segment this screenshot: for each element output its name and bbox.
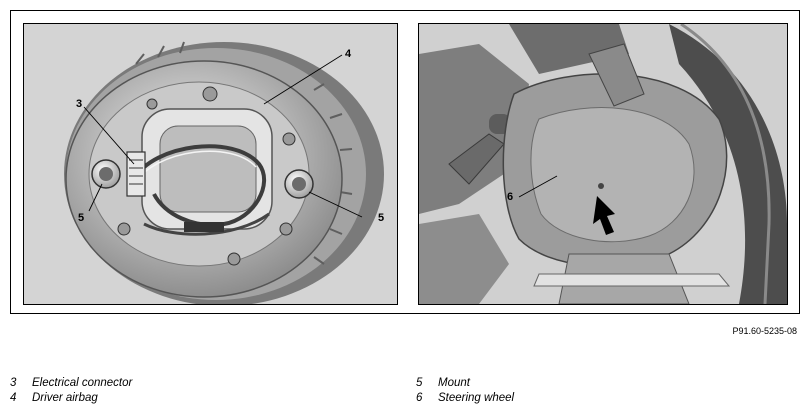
callout-3: 3 [76, 98, 83, 110]
legend-number: 3 [10, 377, 17, 389]
legend-number: 4 [10, 392, 17, 404]
steering-wheel-illustration: 6 [418, 23, 788, 305]
figure-frame: 3 4 5 5 [10, 10, 800, 314]
legend-label: Electrical connector [32, 377, 133, 389]
legend-label: Driver airbag [32, 392, 98, 404]
callout-5-left: 5 [78, 212, 85, 224]
legend-item: 3 Electrical connector [10, 376, 132, 391]
callout-5-right: 5 [378, 212, 385, 224]
legend-column-right: 5 Mount 6 Steering wheel [416, 376, 514, 406]
steering-wheel-drawing [419, 24, 787, 304]
legend-label: Steering wheel [438, 392, 515, 404]
legend-item: 5 Mount [416, 376, 514, 391]
callout-6: 6 [507, 191, 514, 203]
callout-4: 4 [345, 48, 352, 60]
figure-reference-code: P91.60-5235-08 [732, 326, 797, 336]
legend-item: 6 Steering wheel [416, 391, 514, 406]
airbag-illustration: 3 4 5 5 [23, 23, 398, 305]
legend-label: Mount [438, 377, 470, 389]
legend-column-left: 3 Electrical connector 4 Driver airbag [10, 376, 132, 406]
airbag-drawing [24, 24, 397, 304]
legend-number: 5 [416, 377, 423, 389]
legend-number: 6 [416, 392, 423, 404]
legend-item: 4 Driver airbag [10, 391, 132, 406]
